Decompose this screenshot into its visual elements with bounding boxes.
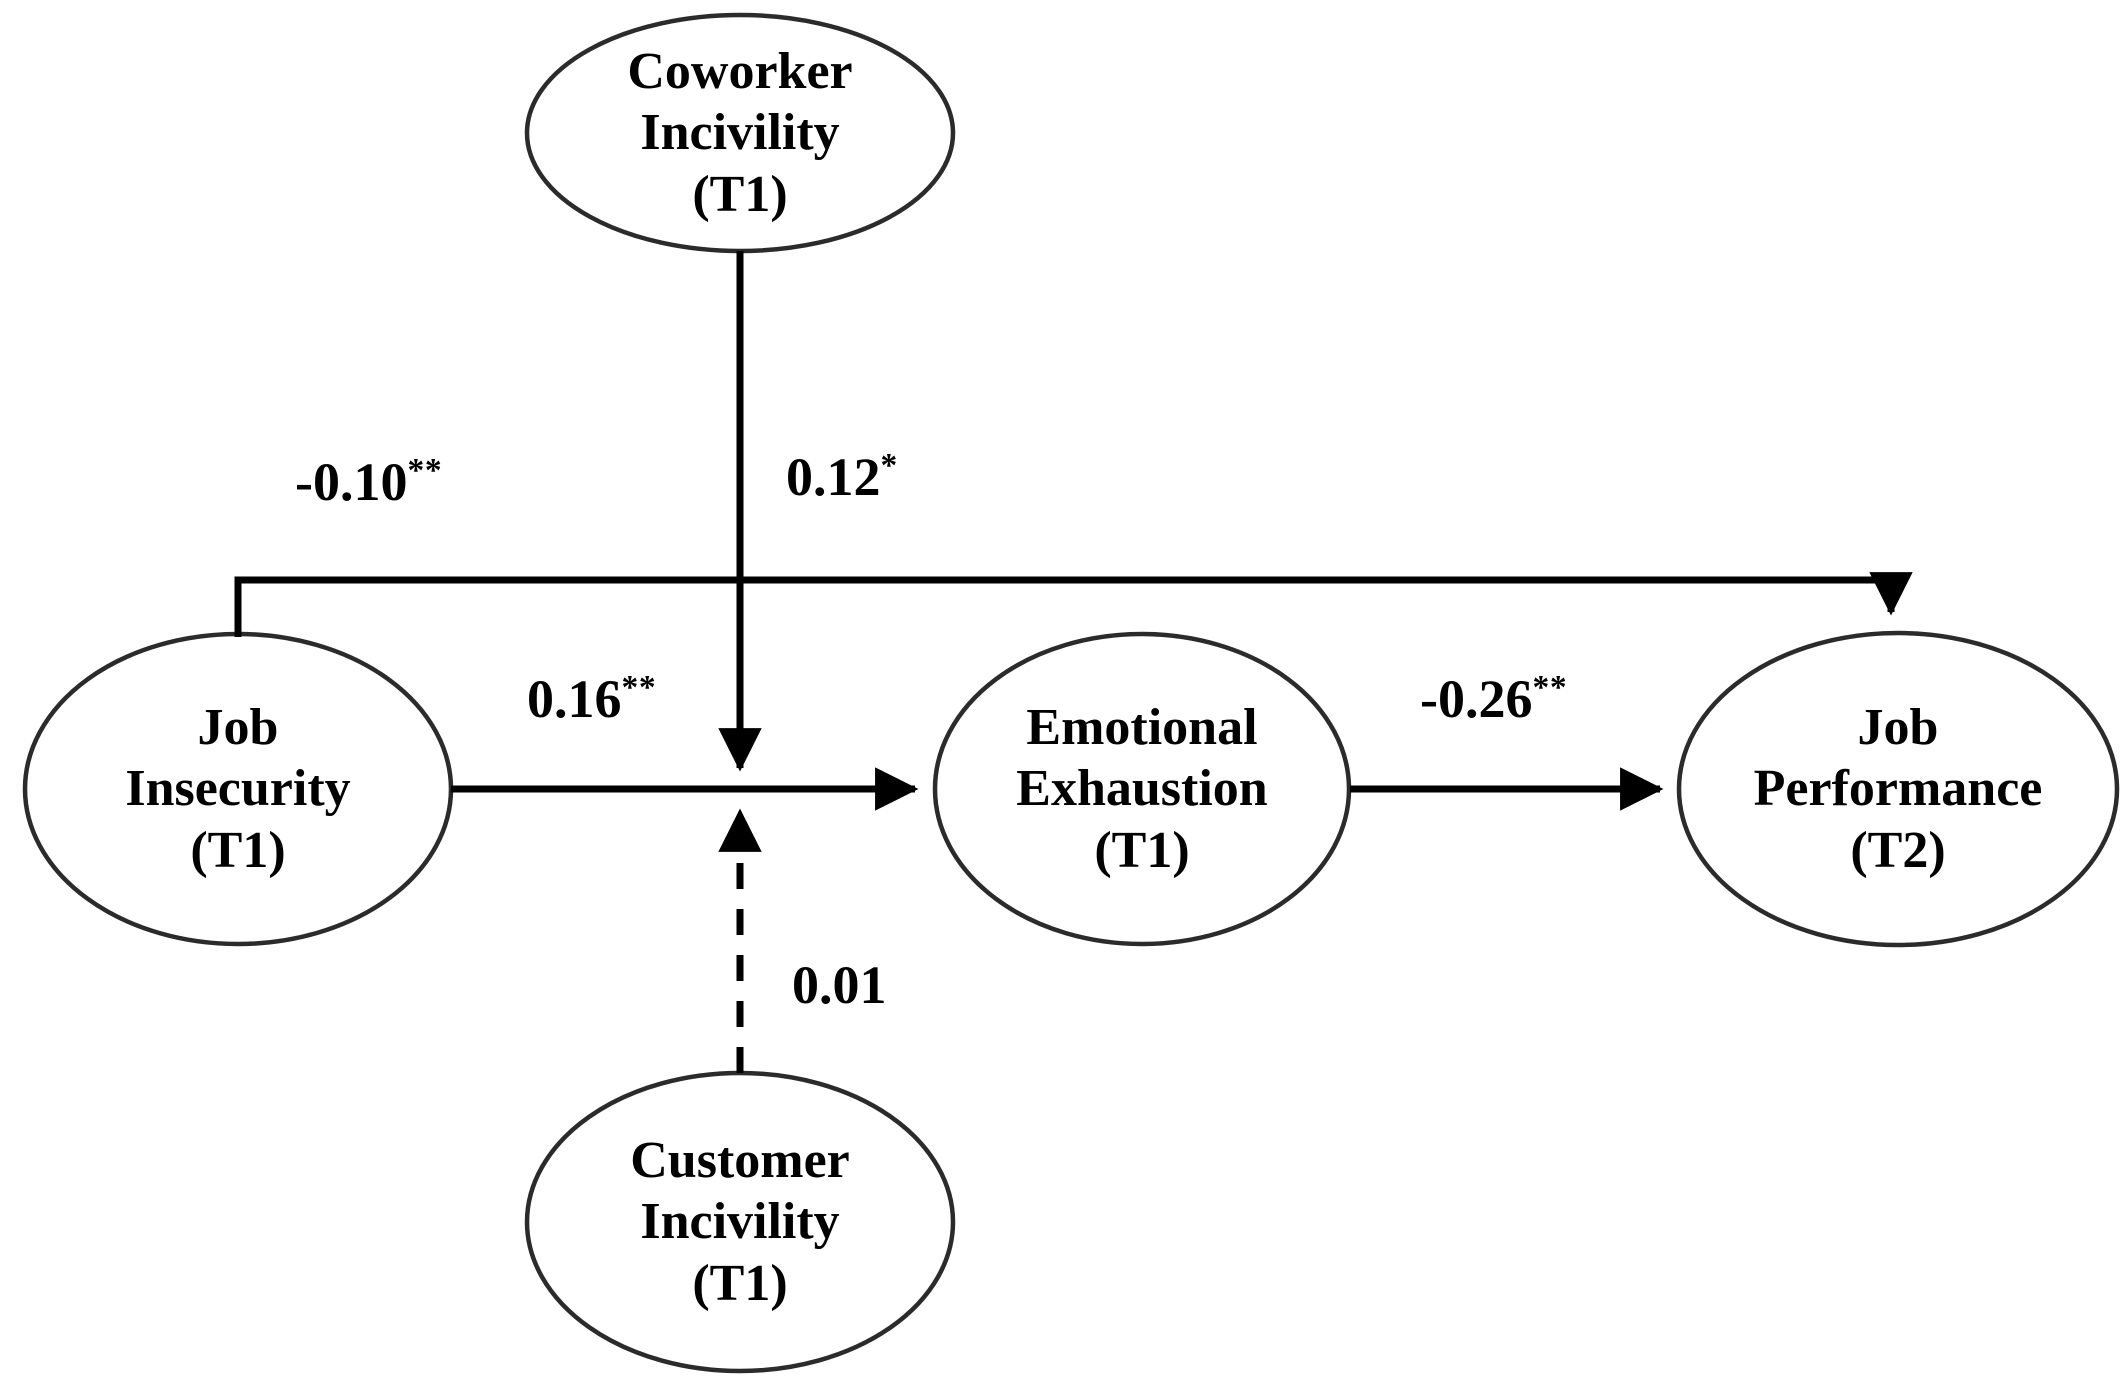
- node-ellipse-coworker-incivility[interactable]: [524, 12, 956, 254]
- node-ellipse-job-insecurity[interactable]: [22, 631, 454, 947]
- edge-label-customer-incivility-to-path: 0.01: [792, 958, 887, 1012]
- coefficient-value: -0.26: [1420, 669, 1533, 729]
- edge-label-job-insecurity-to-job-performance: -0.10**: [295, 452, 443, 512]
- node-ellipse-job-performance[interactable]: [1676, 630, 2120, 948]
- coefficient-value: 0.01: [792, 955, 887, 1015]
- edge-job-insecurity-to-job-performance[interactable]: [234, 572, 1913, 637]
- significance-marker: **: [407, 452, 443, 489]
- coefficient-value: -0.10: [295, 452, 408, 512]
- node-ellipse-emotional-exhaustion[interactable]: [932, 631, 1352, 947]
- significance-marker: **: [1532, 669, 1568, 706]
- edge-label-emotional-exhaustion-to-job-performance: -0.26**: [1420, 669, 1568, 729]
- significance-marker: **: [621, 669, 657, 706]
- significance-marker: *: [880, 447, 898, 484]
- edge-label-job-insecurity-to-emotional-exhaustion: 0.16**: [527, 669, 657, 729]
- edge-label-coworker-incivility-to-path: 0.12*: [786, 447, 898, 507]
- coefficient-value: 0.16: [527, 669, 622, 729]
- coefficient-value: 0.12: [786, 447, 881, 507]
- node-ellipse-customer-incivility[interactable]: [524, 1070, 956, 1374]
